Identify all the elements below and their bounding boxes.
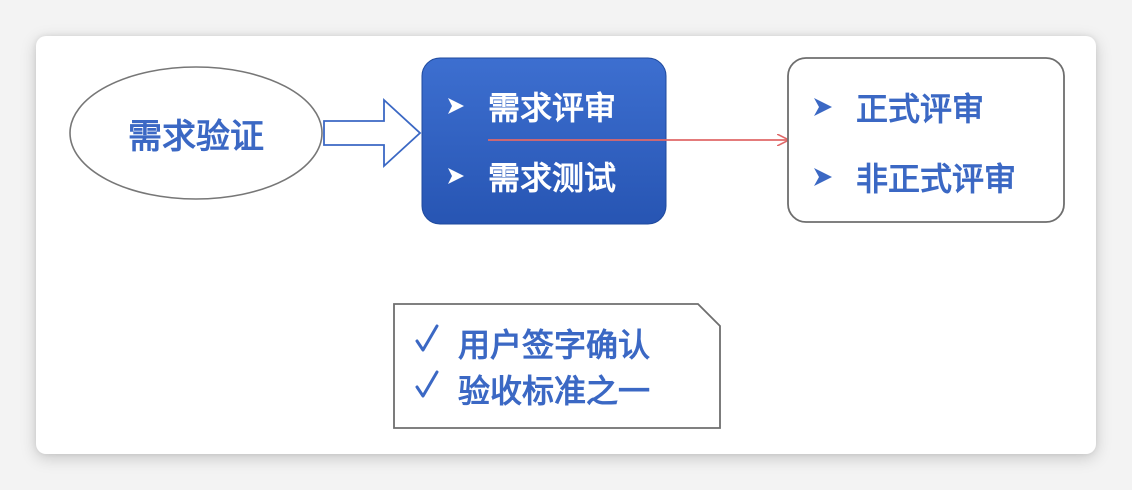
note-item-sign: 用户签字确认	[458, 326, 650, 364]
checkmark-icon	[415, 324, 439, 352]
root-node: 需求验证	[69, 66, 323, 200]
review-type-formal: 正式评审	[856, 90, 984, 128]
review-type-informal: 非正式评审	[856, 160, 1016, 198]
chevron-right-icon	[448, 168, 464, 184]
review-types-box: 正式评审 非正式评审	[787, 57, 1065, 223]
root-ellipse	[69, 66, 323, 200]
root-label: 需求验证	[128, 117, 264, 157]
diagram-card: 需求验证 需求评审 需求测试 正式评审 非正式评审	[36, 36, 1096, 454]
chevron-right-icon	[814, 168, 832, 186]
methods-box: 需求评审 需求测试	[421, 57, 667, 225]
note-box-border	[393, 303, 721, 429]
chevron-right-icon	[448, 98, 464, 114]
flow-diagram: 需求验证 需求评审 需求测试 正式评审 非正式评审	[69, 57, 1065, 429]
note-box: 用户签字确认 验收标准之一	[393, 303, 721, 429]
block-arrow-right	[323, 97, 422, 169]
method-item-test: 需求测试	[488, 159, 616, 197]
review-types-box-border	[787, 57, 1065, 223]
method-item-review: 需求评审	[488, 89, 616, 127]
checkmark-icon	[415, 370, 439, 398]
methods-box-background	[421, 57, 667, 225]
note-item-acceptance: 验收标准之一	[458, 372, 650, 410]
chevron-right-icon	[814, 98, 832, 116]
